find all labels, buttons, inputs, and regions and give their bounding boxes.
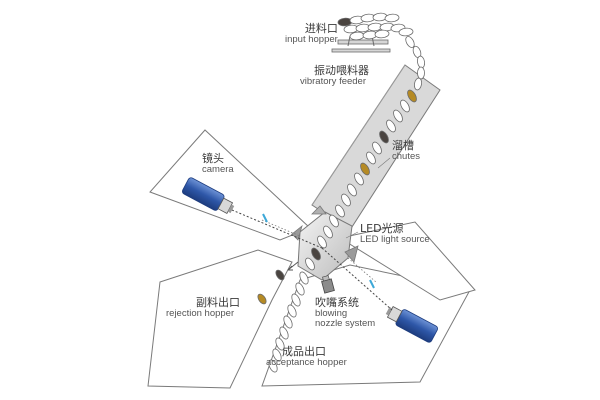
rejection-hopper-label-zh: 副料出口 — [196, 296, 240, 309]
grain — [317, 235, 327, 249]
grain — [341, 193, 351, 207]
blowing-nozzle-system-label-en2: nozzle system — [315, 318, 376, 330]
blowing-nozzle-system-label: 吹嘴系统 blowing nozzle system — [315, 297, 375, 329]
defect-grain — [257, 293, 267, 305]
grain — [384, 13, 400, 23]
upper-left-panel — [149, 129, 311, 241]
input-hopper-label: 进料口 input hopper — [285, 23, 338, 45]
blowing-nozzle-system-label-zh: 吹嘴系统 — [315, 296, 359, 309]
grain — [295, 282, 305, 296]
blowing-nozzle-icon — [321, 275, 335, 294]
camera-icon — [182, 177, 235, 214]
input-hopper-label-zh: 进料口 — [304, 22, 338, 35]
vibratory-feeder-label-zh: 振动喂料器 — [314, 64, 369, 77]
grain — [291, 293, 301, 307]
grain — [279, 326, 289, 340]
vibratory-feeder-label-en: vibratory feeder — [300, 75, 367, 87]
led-light-source-label-en: LED light source — [360, 233, 430, 245]
input-hopper-label-en: input hopper — [285, 33, 338, 45]
acceptance-panel — [261, 264, 471, 387]
defect-grain — [379, 130, 389, 144]
defect-grain — [311, 247, 321, 261]
grain — [299, 271, 309, 285]
grain — [275, 337, 285, 351]
grain — [366, 151, 376, 165]
grain-stream — [257, 12, 426, 373]
grain — [268, 359, 278, 373]
camera-label-en: camera — [202, 163, 234, 175]
blowing-nozzle-system-label-en1: blowing — [315, 307, 348, 319]
chutes-label: 溜槽 chutes — [392, 140, 420, 162]
led-light-source-label: LED光源 LED light source — [360, 223, 430, 245]
grain — [386, 119, 396, 133]
grain — [335, 204, 345, 218]
led-beam-2 — [347, 257, 377, 283]
grain — [287, 304, 297, 318]
defect-grain — [360, 162, 370, 176]
right-panel — [338, 221, 476, 301]
acceptance-hopper-label-zh: 成品出口 — [282, 345, 326, 358]
grain — [398, 27, 414, 37]
camera-label-zh: 镜头 — [202, 152, 224, 165]
grain — [347, 183, 357, 197]
grain — [329, 214, 339, 228]
led-light-source-label-zh: LED光源 — [360, 222, 404, 235]
vibratory-feeder-label: 振动喂料器 vibratory feeder — [300, 65, 369, 87]
acceptance-hopper-label: 成品出口 acceptance hopper — [266, 346, 347, 368]
rejection-hopper-label-en: rejection hopper — [166, 307, 235, 319]
grain — [323, 225, 333, 239]
rejection-hopper-label: 副料出口 rejection hopper — [166, 297, 240, 319]
vibratory-feeder-plate — [337, 39, 389, 45]
defect-grain — [275, 269, 285, 281]
chutes-label-zh: 溜槽 — [392, 139, 414, 152]
rejection-panel — [147, 249, 293, 389]
grain — [393, 109, 403, 123]
grain — [413, 77, 423, 91]
grain — [354, 172, 364, 186]
defect-grain — [407, 89, 417, 103]
air-arrow-left-head — [287, 265, 293, 271]
camera-label: 镜头 camera — [202, 153, 234, 175]
led-leader — [345, 231, 359, 239]
feeder-strut-left — [347, 35, 351, 47]
chutes-leader — [377, 157, 391, 169]
grain — [400, 99, 410, 113]
chute-edge — [311, 64, 406, 206]
chutes-label-en: chutes — [392, 150, 420, 162]
grain — [416, 55, 426, 69]
grain — [405, 36, 415, 48]
grain — [283, 315, 293, 329]
grain — [417, 66, 425, 80]
grain — [374, 29, 390, 39]
vibratory-feeder-base — [331, 48, 391, 53]
camera-icon-2 — [385, 306, 438, 343]
grain — [305, 257, 315, 271]
camera-sight-line-2 — [321, 247, 393, 311]
led-light-icon — [262, 213, 375, 289]
grain — [272, 348, 282, 362]
camera-sight-line — [231, 209, 323, 249]
grain — [372, 141, 382, 155]
acceptance-hopper-label-en: acceptance hopper — [266, 356, 347, 368]
